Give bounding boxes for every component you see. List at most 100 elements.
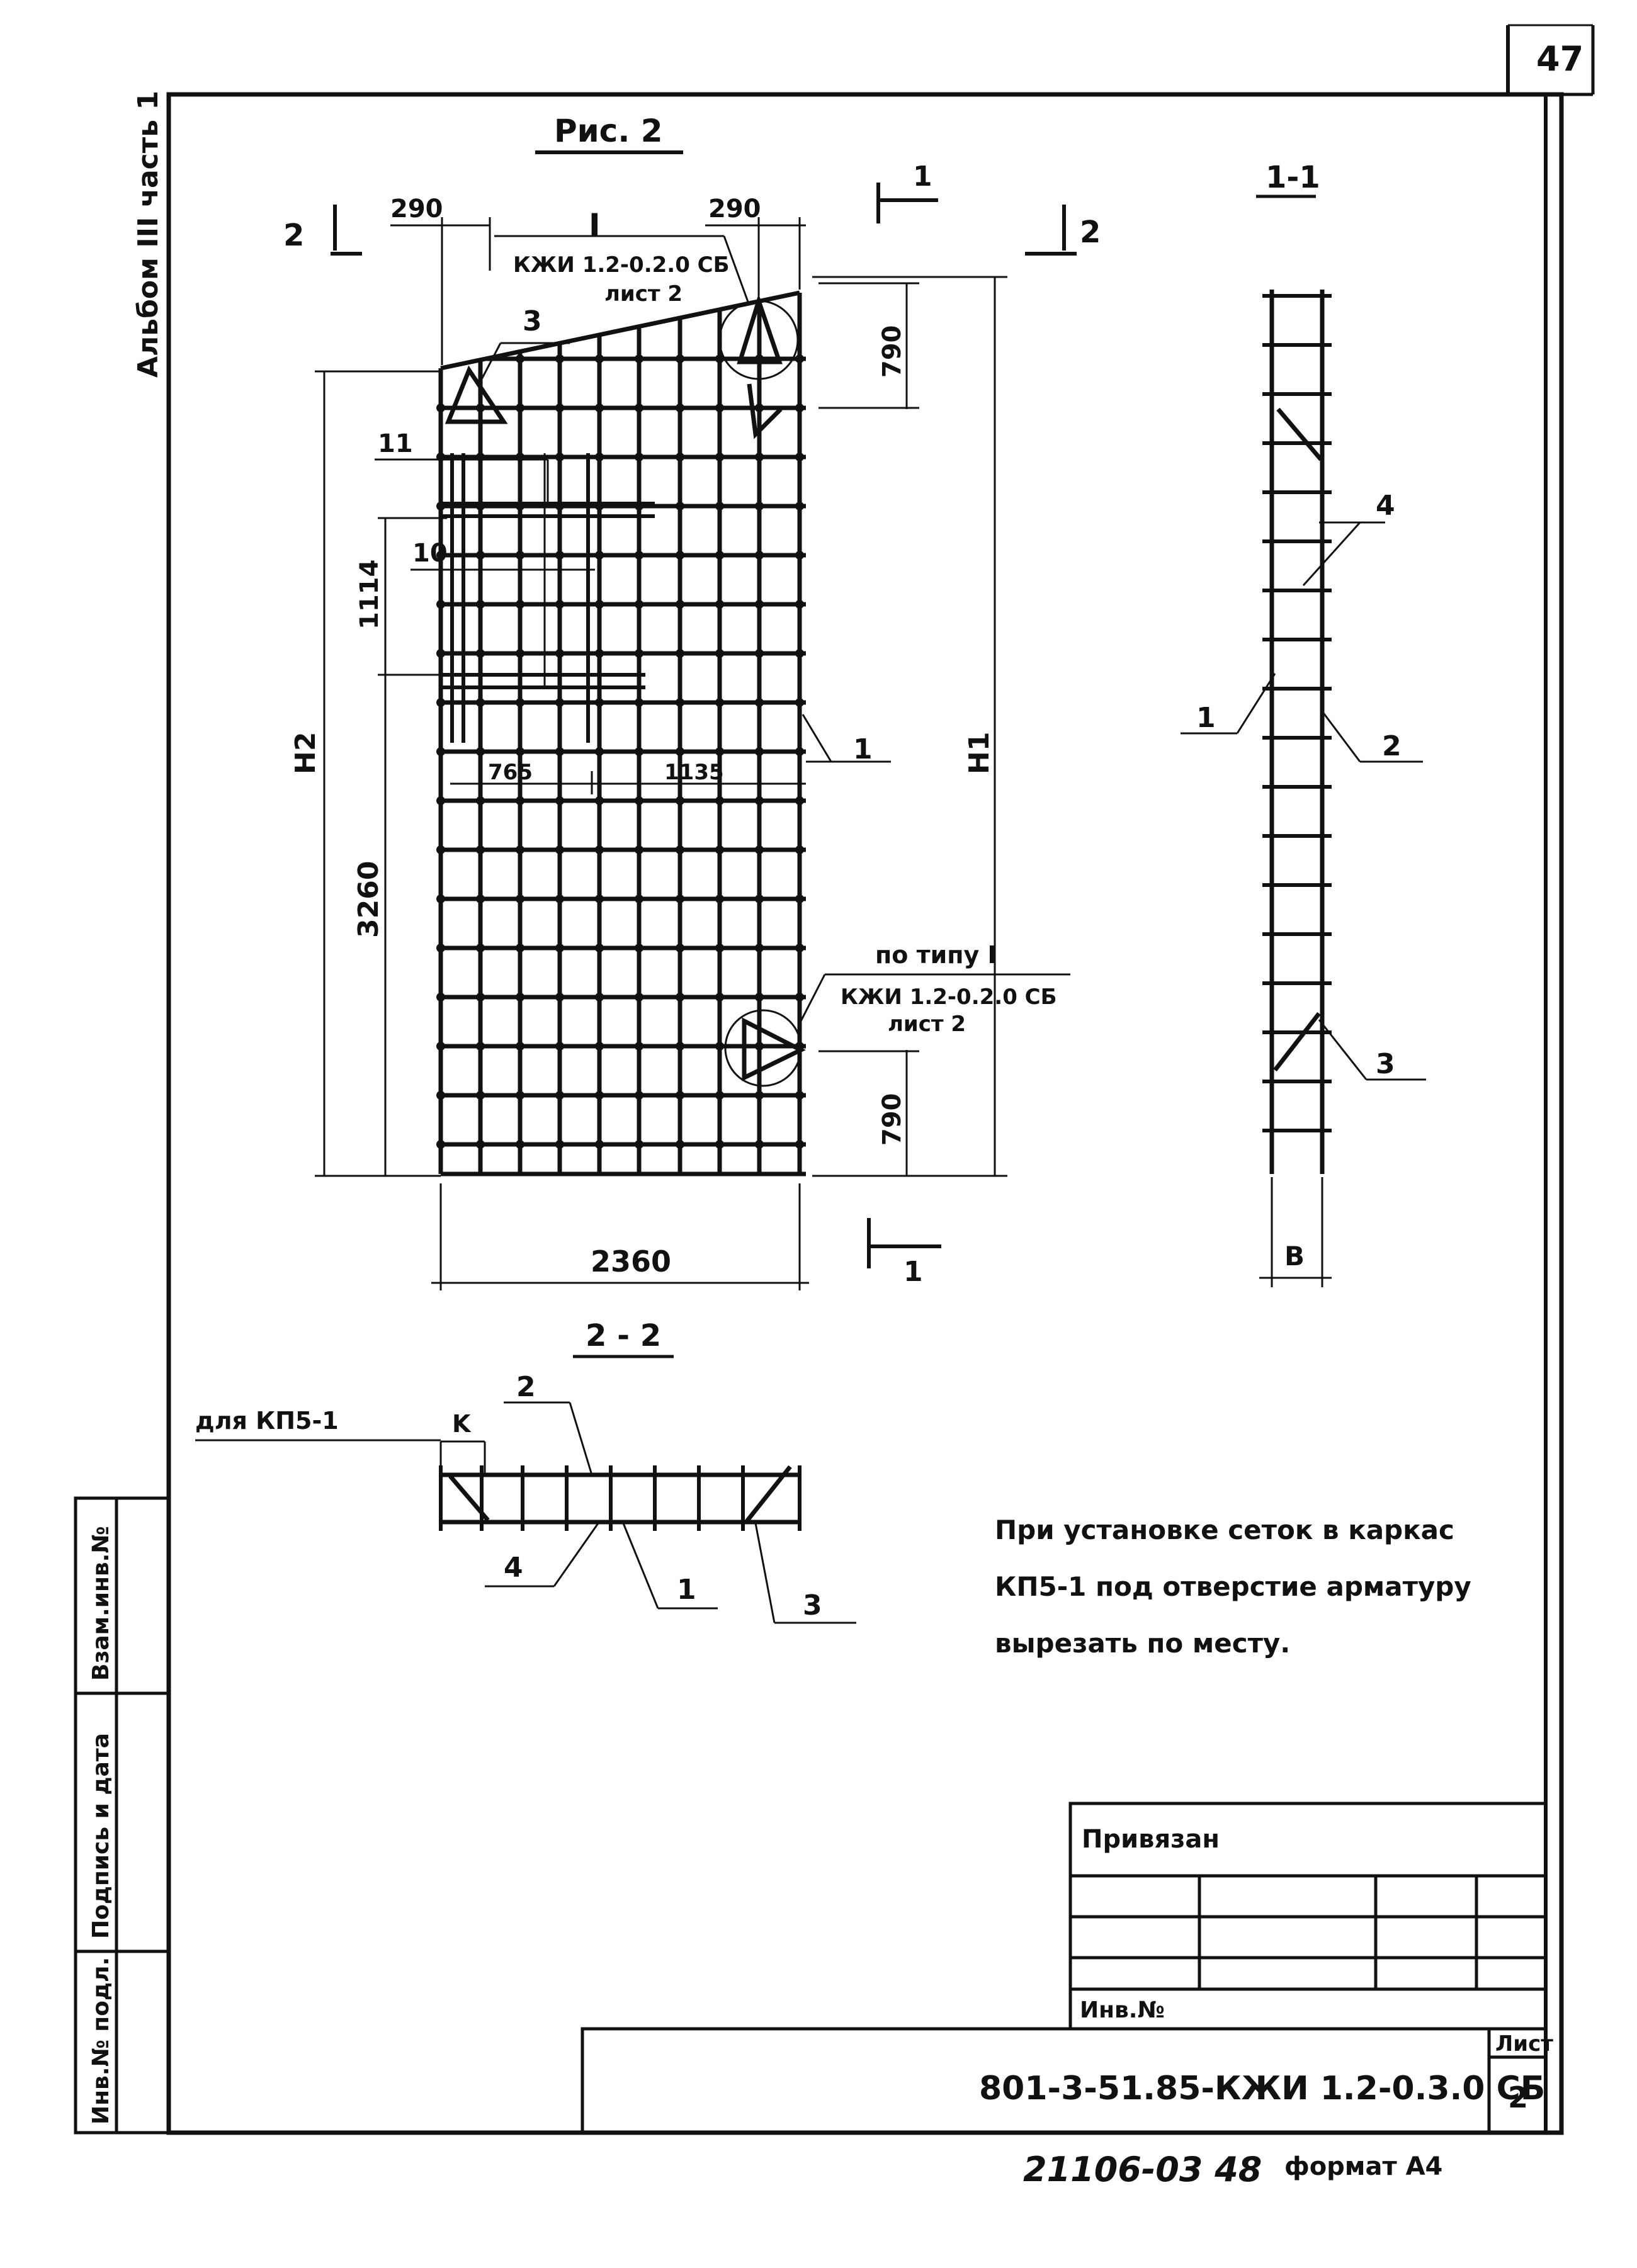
- dim-1114: 1114: [355, 560, 384, 629]
- mesh-weld-point: [795, 600, 804, 609]
- dim-3260: 3260: [353, 861, 385, 938]
- mesh-weld-point: [795, 453, 804, 461]
- mesh-weld-point: [676, 944, 684, 952]
- mesh-weld-point: [755, 1140, 764, 1149]
- mesh-weld-point: [476, 403, 485, 412]
- title-block: [581, 1802, 1548, 2135]
- position-10: 10: [412, 539, 448, 568]
- position-2-sec11: 2: [1382, 730, 1402, 762]
- mesh-weld-point: [715, 894, 724, 903]
- dim-1135: 1135: [664, 760, 724, 785]
- mesh-weld-point: [516, 944, 524, 952]
- mesh-weld-point: [755, 502, 764, 511]
- mesh-weld-point: [635, 747, 643, 756]
- mesh-weld-point: [476, 698, 485, 707]
- callout-node-i: I: [589, 207, 601, 244]
- mesh-weld-point: [676, 894, 684, 903]
- dim-765: 765: [488, 760, 533, 785]
- mesh-weld-point: [755, 1042, 764, 1051]
- mesh-weld-point: [555, 796, 564, 805]
- mesh-weld-point: [476, 944, 485, 952]
- mesh-weld-point: [595, 845, 604, 854]
- stamp-vzam-inv: Взам.инв.№: [88, 1526, 114, 1681]
- mesh-weld-point: [595, 894, 604, 903]
- mesh-weld-point: [555, 894, 564, 903]
- mesh-weld-point: [555, 1091, 564, 1100]
- mesh-weld-point: [676, 649, 684, 658]
- position-3-sec11: 3: [1376, 1048, 1395, 1080]
- position-4-sec22: 4: [504, 1552, 523, 1584]
- mesh-weld-point: [715, 796, 724, 805]
- mesh-weld-point: [795, 894, 804, 903]
- mesh-weld-point: [715, 354, 724, 363]
- mesh-weld-point: [476, 747, 485, 756]
- mesh-weld-point: [476, 551, 485, 560]
- mesh-weld-point: [555, 944, 564, 952]
- position-3-main: 3: [523, 305, 542, 337]
- mesh-weld-point: [676, 354, 684, 363]
- section-mark-1-bottom: 1: [903, 1256, 923, 1288]
- mesh-weld-point: [635, 894, 643, 903]
- dim-k: K: [452, 1410, 472, 1438]
- title-sheet-number: 2: [1508, 2080, 1528, 2114]
- mesh-weld-point: [476, 894, 485, 903]
- mesh-weld-point: [676, 796, 684, 805]
- main-mesh: [436, 290, 806, 1176]
- mesh-weld-point: [595, 993, 604, 1001]
- section-mark-2-right: 2: [1080, 215, 1101, 250]
- mesh-weld-point: [436, 796, 445, 805]
- mesh-weld-point: [676, 1091, 684, 1100]
- mesh-weld-point: [676, 551, 684, 560]
- node-top-left: [445, 365, 508, 424]
- mesh-weld-point: [676, 600, 684, 609]
- dim-790-top: 790: [878, 325, 907, 378]
- mesh-weld-point: [436, 894, 445, 903]
- node-i-top-right: [718, 293, 799, 439]
- mesh-weld-point: [755, 1091, 764, 1100]
- title-privyazan: Привязан: [1082, 1825, 1220, 1854]
- position-1-main: 1: [853, 733, 873, 765]
- mesh-weld-point: [436, 747, 445, 756]
- mesh-weld-point: [436, 1091, 445, 1100]
- mesh-weld-point: [715, 649, 724, 658]
- note-line-2: КП5-1 под отверстие арматуру: [995, 1571, 1471, 1602]
- mesh-weld-point: [635, 944, 643, 952]
- mesh-weld-point: [476, 649, 485, 658]
- mesh-weld-point: [715, 747, 724, 756]
- mesh-weld-point: [436, 993, 445, 1001]
- mesh-weld-point: [676, 993, 684, 1001]
- mesh-weld-point: [795, 944, 804, 952]
- mesh-weld-point: [676, 747, 684, 756]
- title-inv: Инв.№: [1080, 1997, 1165, 2023]
- position-1-sec22: 1: [677, 1574, 696, 1606]
- mesh-weld-point: [555, 453, 564, 461]
- note-line-1: При установке сеток в каркас: [995, 1515, 1454, 1545]
- mesh-weld-point: [436, 551, 445, 560]
- mesh-weld-point: [795, 747, 804, 756]
- stamp-inv-podl: Инв.№ подл.: [88, 1957, 114, 2124]
- mesh-weld-point: [595, 747, 604, 756]
- mesh-weld-point: [436, 403, 445, 412]
- mesh-weld-point: [715, 944, 724, 952]
- mesh-weld-point: [555, 993, 564, 1001]
- mesh-weld-point: [635, 551, 643, 560]
- mesh-weld-point: [516, 600, 524, 609]
- title-designation: 801-3-51.85-КЖИ 1.2-0.3.0 СБ: [979, 2070, 1545, 2107]
- mesh-weld-point: [595, 1091, 604, 1100]
- mesh-weld-point: [516, 1091, 524, 1100]
- mesh-weld-point: [676, 845, 684, 854]
- footer-format: формат А4: [1284, 2152, 1442, 2181]
- mesh-weld-point: [555, 551, 564, 560]
- dim-h2: H2: [290, 732, 322, 774]
- mesh-weld-point: [595, 944, 604, 952]
- mesh-weld-point: [555, 354, 564, 363]
- mesh-weld-point: [676, 698, 684, 707]
- mesh-weld-point: [676, 1140, 684, 1149]
- mesh-weld-point: [755, 403, 764, 412]
- mesh-weld-point: [635, 1042, 643, 1051]
- mesh-weld-point: [715, 845, 724, 854]
- mesh-weld-point: [755, 944, 764, 952]
- mesh-weld-point: [516, 649, 524, 658]
- mesh-weld-point: [595, 403, 604, 412]
- mesh-weld-point: [516, 845, 524, 854]
